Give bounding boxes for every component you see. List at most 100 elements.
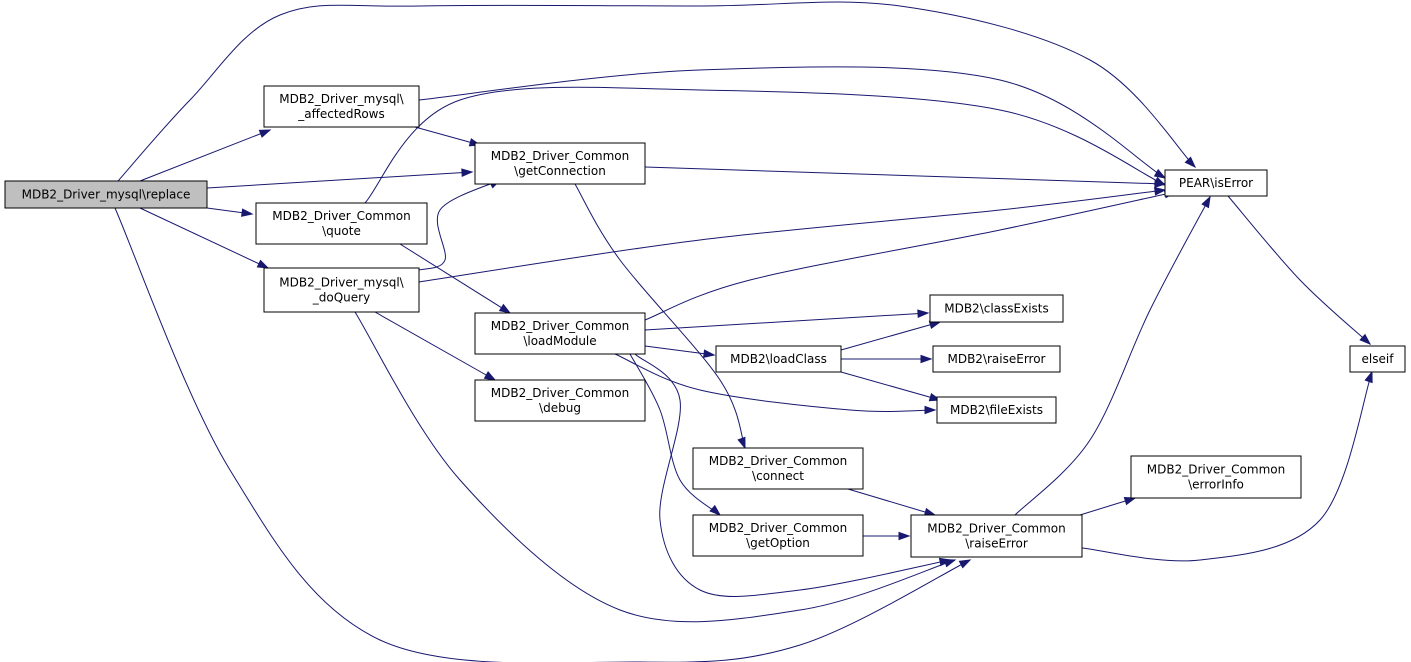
node-getConnection[interactable]: MDB2_Driver_Common\getConnection bbox=[474, 142, 646, 185]
edge-getConnection-to-connect bbox=[574, 183, 746, 450]
node-classExists[interactable]: MDB2\classExists bbox=[929, 294, 1064, 323]
node-debug[interactable]: MDB2_Driver_Common\debug bbox=[474, 379, 646, 422]
arrowhead bbox=[709, 504, 722, 516]
edge-loadModule-to-commonRaiseError bbox=[634, 353, 952, 597]
node-box[interactable] bbox=[936, 396, 1057, 424]
node-fileExists[interactable]: MDB2\fileExists bbox=[936, 396, 1057, 424]
edge-getOption-to-commonRaiseError bbox=[863, 531, 911, 541]
node-label-line: MDB2_Driver_mysql\ bbox=[279, 92, 404, 106]
node-mdb2RaiseError[interactable]: MDB2\raiseError bbox=[932, 345, 1061, 373]
arrowhead bbox=[938, 557, 952, 567]
edge-line bbox=[1227, 195, 1371, 345]
arrowhead bbox=[703, 349, 716, 358]
node-elseif[interactable]: elseif bbox=[1349, 345, 1406, 373]
edge-line bbox=[364, 86, 1166, 204]
node-label-line: MDB2\raiseError bbox=[947, 352, 1045, 366]
node-box[interactable] bbox=[255, 202, 428, 245]
node-box[interactable] bbox=[1164, 169, 1268, 197]
arrowhead bbox=[241, 208, 254, 217]
edge-line bbox=[840, 321, 941, 351]
node-label-line: MDB2_Driver_Common bbox=[272, 209, 410, 223]
node-box[interactable] bbox=[263, 267, 420, 313]
call-graph-nodes: MDB2_Driver_mysql\replaceMDB2_Driver_mys… bbox=[4, 85, 1406, 558]
node-doQuery[interactable]: MDB2_Driver_mysql\_doQuery bbox=[263, 267, 420, 313]
arrowhead bbox=[258, 129, 272, 138]
arrowhead bbox=[1184, 156, 1197, 169]
node-getOption[interactable]: MDB2_Driver_Common\getOption bbox=[692, 514, 864, 557]
node-label-line: MDB2_Driver_Common bbox=[491, 319, 629, 333]
node-label-line: \debug bbox=[539, 401, 581, 415]
arrowhead bbox=[917, 309, 930, 318]
arrowhead bbox=[1364, 370, 1373, 384]
edge-line bbox=[418, 179, 501, 271]
edge-replace-to-quote bbox=[206, 207, 254, 217]
node-isError[interactable]: PEAR\isError bbox=[1164, 169, 1268, 197]
node-box[interactable] bbox=[4, 180, 208, 209]
edge-doQuery-to-getConnection bbox=[418, 179, 502, 271]
edge-affectedRows-to-getConnection bbox=[414, 126, 482, 147]
edge-line bbox=[847, 488, 936, 516]
edge-loadClass-to-mdb2RaiseError bbox=[841, 354, 933, 364]
edge-line bbox=[414, 126, 481, 146]
arrowhead bbox=[483, 371, 497, 381]
node-box[interactable] bbox=[1130, 455, 1302, 499]
node-commonRaiseError[interactable]: MDB2_Driver_Common\raiseError bbox=[910, 514, 1083, 558]
edge-loadClass-to-fileExists bbox=[840, 371, 942, 402]
edge-replace-to-getConnection bbox=[206, 168, 474, 189]
edge-loadModule-to-classExists bbox=[644, 309, 930, 331]
edge-line bbox=[644, 312, 929, 331]
edge-loadClass-to-classExists bbox=[840, 320, 942, 351]
node-label-line: MDB2_Driver_Common bbox=[709, 454, 847, 468]
edge-line bbox=[418, 189, 1166, 283]
edge-doQuery-to-commonRaiseError bbox=[354, 311, 957, 623]
node-box[interactable] bbox=[692, 514, 864, 557]
node-loadModule[interactable]: MDB2_Driver_Common\loadModule bbox=[474, 312, 646, 355]
node-box[interactable] bbox=[929, 294, 1064, 323]
arrowhead bbox=[898, 531, 911, 541]
edge-commonRaiseError-to-isError bbox=[1014, 195, 1211, 516]
edge-commonRaiseError-to-elseif bbox=[1081, 370, 1373, 562]
edge-isError-to-elseif bbox=[1227, 195, 1372, 346]
edge-line bbox=[374, 311, 496, 381]
edge-line bbox=[114, 207, 971, 662]
node-box[interactable] bbox=[474, 142, 646, 185]
node-label-line: \quote bbox=[322, 224, 361, 238]
node-affectedRows[interactable]: MDB2_Driver_mysql\_affectedRows bbox=[263, 85, 420, 128]
node-loadClass[interactable]: MDB2\loadClass bbox=[715, 345, 842, 373]
edge-replace-to-commonRaiseError bbox=[114, 207, 972, 662]
node-box[interactable] bbox=[474, 312, 646, 355]
edge-doQuery-to-isError bbox=[418, 186, 1167, 283]
node-label-line: \loadModule bbox=[523, 334, 596, 348]
node-connect[interactable]: MDB2_Driver_Common\connect bbox=[692, 447, 864, 490]
node-errorInfo[interactable]: MDB2_Driver_Common\errorInfo bbox=[1130, 455, 1302, 499]
node-replace[interactable]: MDB2_Driver_mysql\replace bbox=[4, 180, 208, 209]
node-label-line: \getConnection bbox=[514, 164, 606, 178]
arrowhead bbox=[924, 405, 937, 415]
node-quote[interactable]: MDB2_Driver_Common\quote bbox=[255, 202, 428, 245]
arrowhead bbox=[256, 259, 270, 269]
edge-line bbox=[1081, 371, 1373, 562]
edge-replace-to-doQuery bbox=[139, 207, 270, 269]
arrowhead bbox=[498, 303, 512, 314]
node-box[interactable] bbox=[474, 379, 646, 422]
edge-commonRaiseError-to-errorInfo bbox=[1079, 496, 1137, 516]
node-box[interactable] bbox=[692, 447, 864, 490]
node-label-line: MDB2\classExists bbox=[944, 302, 1049, 316]
arrowhead bbox=[958, 559, 972, 569]
edge-line bbox=[139, 207, 269, 269]
edge-replace-to-affectedRows bbox=[139, 129, 272, 182]
edge-line bbox=[117, 1, 1196, 182]
edge-quote-to-loadModule bbox=[399, 243, 512, 314]
node-box[interactable] bbox=[715, 345, 842, 373]
node-box[interactable] bbox=[1349, 345, 1406, 373]
arrowhead bbox=[920, 354, 933, 364]
edge-line bbox=[644, 191, 1176, 321]
node-label-line: \errorInfo bbox=[1188, 478, 1244, 492]
node-box[interactable] bbox=[932, 345, 1061, 373]
arrowhead bbox=[1153, 168, 1167, 179]
node-label-line: MDB2_Driver_Common bbox=[491, 386, 629, 400]
edge-replace-to-isError bbox=[117, 1, 1197, 182]
node-box[interactable] bbox=[263, 85, 420, 128]
node-box[interactable] bbox=[910, 514, 1083, 558]
edge-line bbox=[574, 183, 746, 449]
